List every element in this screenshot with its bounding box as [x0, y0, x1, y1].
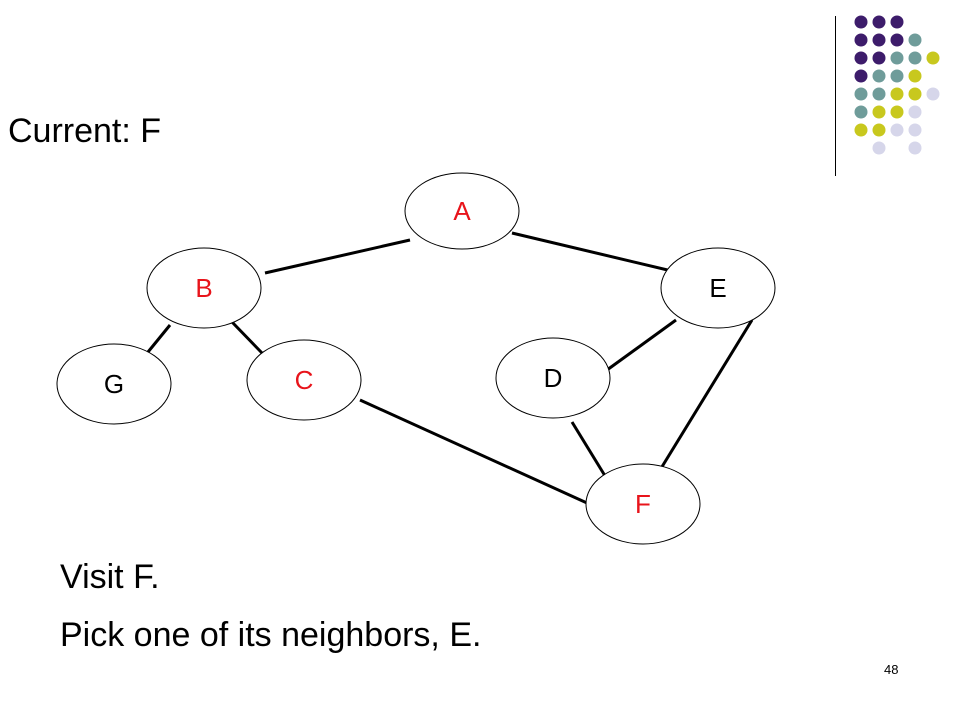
node-E-label: E: [709, 273, 726, 303]
node-A-circle: [404, 172, 520, 250]
node-C-label: C: [295, 365, 314, 395]
decorative-dot: [890, 69, 904, 83]
node-D: D: [495, 337, 611, 419]
decorative-dot: [854, 105, 868, 119]
node-F-label: F: [635, 489, 651, 519]
decorative-dot: [890, 51, 904, 65]
decorative-dot: [908, 51, 922, 65]
node-D-label: D: [544, 363, 563, 393]
decorative-dot: [890, 87, 904, 101]
decorative-dot: [854, 51, 868, 65]
decorative-divider: [835, 16, 836, 176]
edge-A-B: [264, 238, 411, 275]
node-G-label: G: [104, 369, 124, 399]
node-A-label: A: [453, 196, 471, 226]
decorative-dot: [872, 105, 886, 119]
decorative-dot: [890, 105, 904, 119]
edge-D-E: [606, 318, 677, 372]
decorative-dot: [890, 33, 904, 47]
decorative-dot: [854, 15, 868, 29]
decorative-dot: [854, 33, 868, 47]
decorative-dot: [908, 87, 922, 101]
decorative-dot: [872, 33, 886, 47]
body-line-visit: Visit F.: [60, 558, 160, 596]
node-E-circle: [660, 247, 776, 329]
decorative-dot: [908, 105, 922, 119]
node-D-circle: [495, 337, 611, 419]
decorative-dot: [908, 33, 922, 47]
slide-title: Current: F: [8, 112, 162, 150]
decorative-dot: [908, 69, 922, 83]
decorative-dot: [926, 87, 940, 101]
node-G: G: [56, 343, 172, 425]
decorative-dot: [908, 141, 922, 155]
edge-A-E: [511, 231, 677, 274]
body-line-pick: Pick one of its neighbors, E.: [60, 616, 482, 654]
decorative-dot: [908, 123, 922, 137]
node-B: B: [146, 247, 262, 329]
edge-D-F: [570, 421, 612, 485]
decorative-dot: [872, 51, 886, 65]
edge-E-F: [658, 319, 754, 471]
node-B-label: B: [195, 273, 212, 303]
decorative-dot: [872, 87, 886, 101]
node-E: E: [660, 247, 776, 329]
decorative-dot: [872, 69, 886, 83]
node-G-circle: [56, 343, 172, 425]
decorative-dot: [854, 87, 868, 101]
decorative-dot: [890, 123, 904, 137]
edge-C-F: [359, 398, 599, 510]
decorative-dot: [926, 51, 940, 65]
page-number: 48: [884, 662, 899, 677]
node-C: C: [246, 339, 362, 421]
node-A: A: [404, 172, 520, 250]
node-C-circle: [246, 339, 362, 421]
node-F-circle: [585, 463, 701, 545]
decorative-dot: [854, 123, 868, 137]
decorative-dot: [854, 69, 868, 83]
decorative-dot: [872, 141, 886, 155]
decorative-dot: [872, 123, 886, 137]
decorative-dot: [872, 15, 886, 29]
edge-B-G: [146, 324, 172, 353]
node-F: F: [585, 463, 701, 545]
node-B-circle: [146, 247, 262, 329]
edge-B-C: [230, 320, 264, 355]
decorative-dot: [890, 15, 904, 29]
